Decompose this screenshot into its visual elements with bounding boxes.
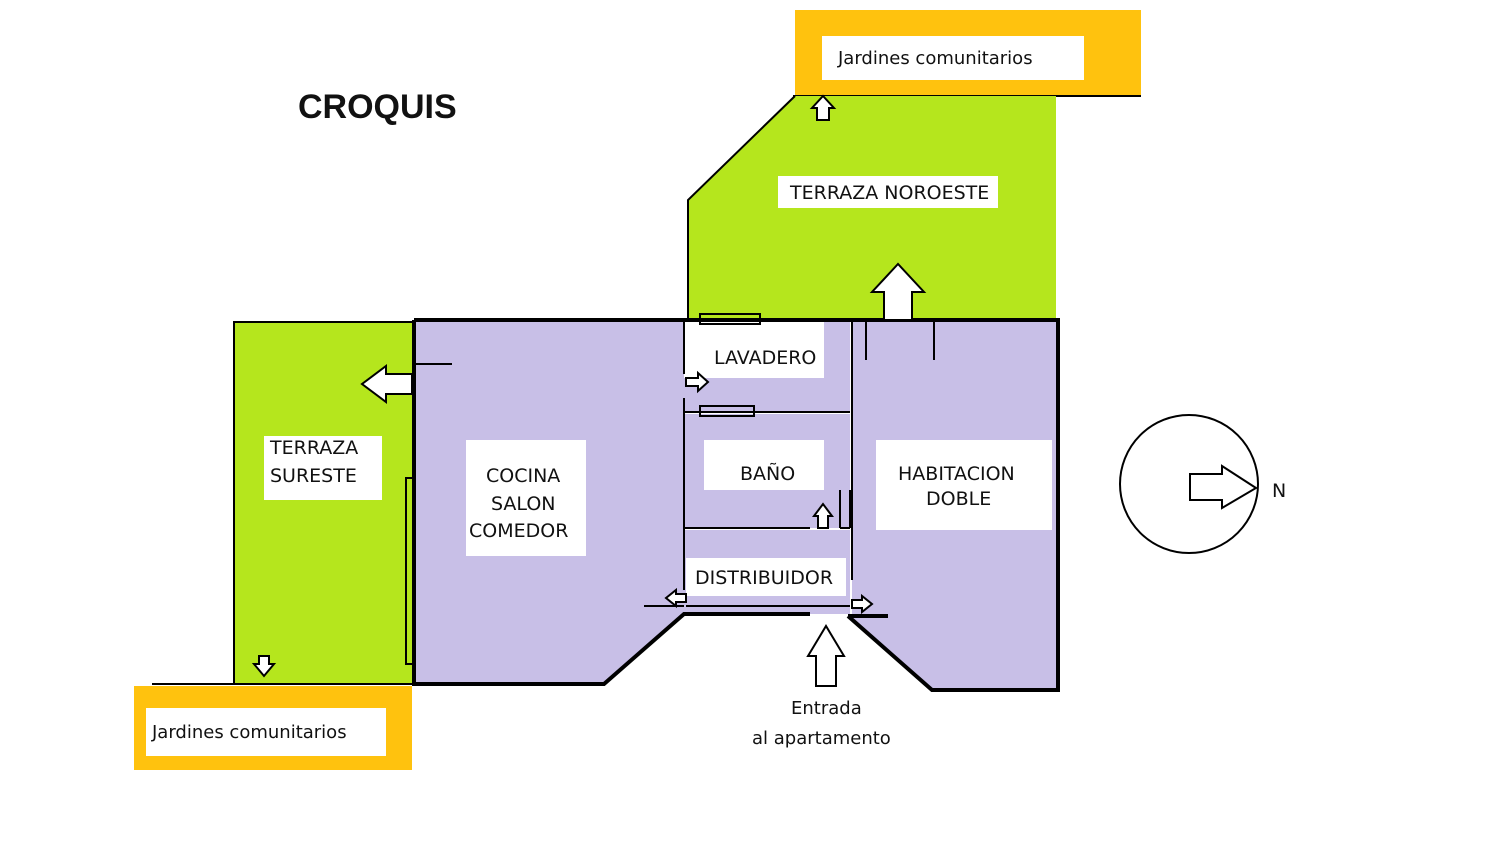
entrance-arrow-icon bbox=[806, 624, 846, 687]
habitacion-label-2: DOBLE bbox=[926, 488, 991, 510]
arrow-left-icon bbox=[664, 587, 687, 609]
plan-title: CROQUIS bbox=[298, 88, 457, 126]
cocina-label-1: COCINA bbox=[486, 465, 560, 487]
garden-south-label: Jardines comunitarios bbox=[151, 722, 347, 743]
arrow-down-icon bbox=[251, 655, 277, 678]
entrance-label-2: al apartamento bbox=[752, 728, 891, 749]
arrow-left-icon bbox=[360, 364, 413, 404]
arrow-up-icon bbox=[812, 502, 834, 529]
distribuidor-label: DISTRIBUIDOR bbox=[695, 567, 833, 589]
arrow-right-icon bbox=[851, 593, 874, 615]
cocina-label-3: COMEDOR bbox=[469, 520, 568, 542]
north-arrow-icon bbox=[1189, 464, 1258, 510]
lavadero-label: LAVADERO bbox=[714, 347, 816, 369]
terrace-northwest-label: TERRAZA NOROESTE bbox=[789, 182, 989, 204]
cocina-label-2: SALON bbox=[491, 493, 556, 515]
apartment-outer-wall bbox=[414, 318, 1060, 692]
arrow-up-icon bbox=[809, 94, 837, 121]
garden-north-label: Jardines comunitarios bbox=[837, 48, 1033, 69]
terrace-southeast-label-1: TERRAZA bbox=[269, 437, 358, 459]
bano-label: BAÑO bbox=[740, 462, 795, 485]
compass: N bbox=[1119, 414, 1286, 554]
entrance-label-1: Entrada bbox=[791, 698, 862, 719]
arrow-right-icon bbox=[685, 370, 710, 394]
habitacion-label-1: HABITACION bbox=[898, 463, 1015, 485]
compass-label: N bbox=[1272, 480, 1286, 502]
terrace-southeast-label-2: SURESTE bbox=[270, 465, 357, 487]
arrow-up-icon bbox=[869, 262, 927, 321]
